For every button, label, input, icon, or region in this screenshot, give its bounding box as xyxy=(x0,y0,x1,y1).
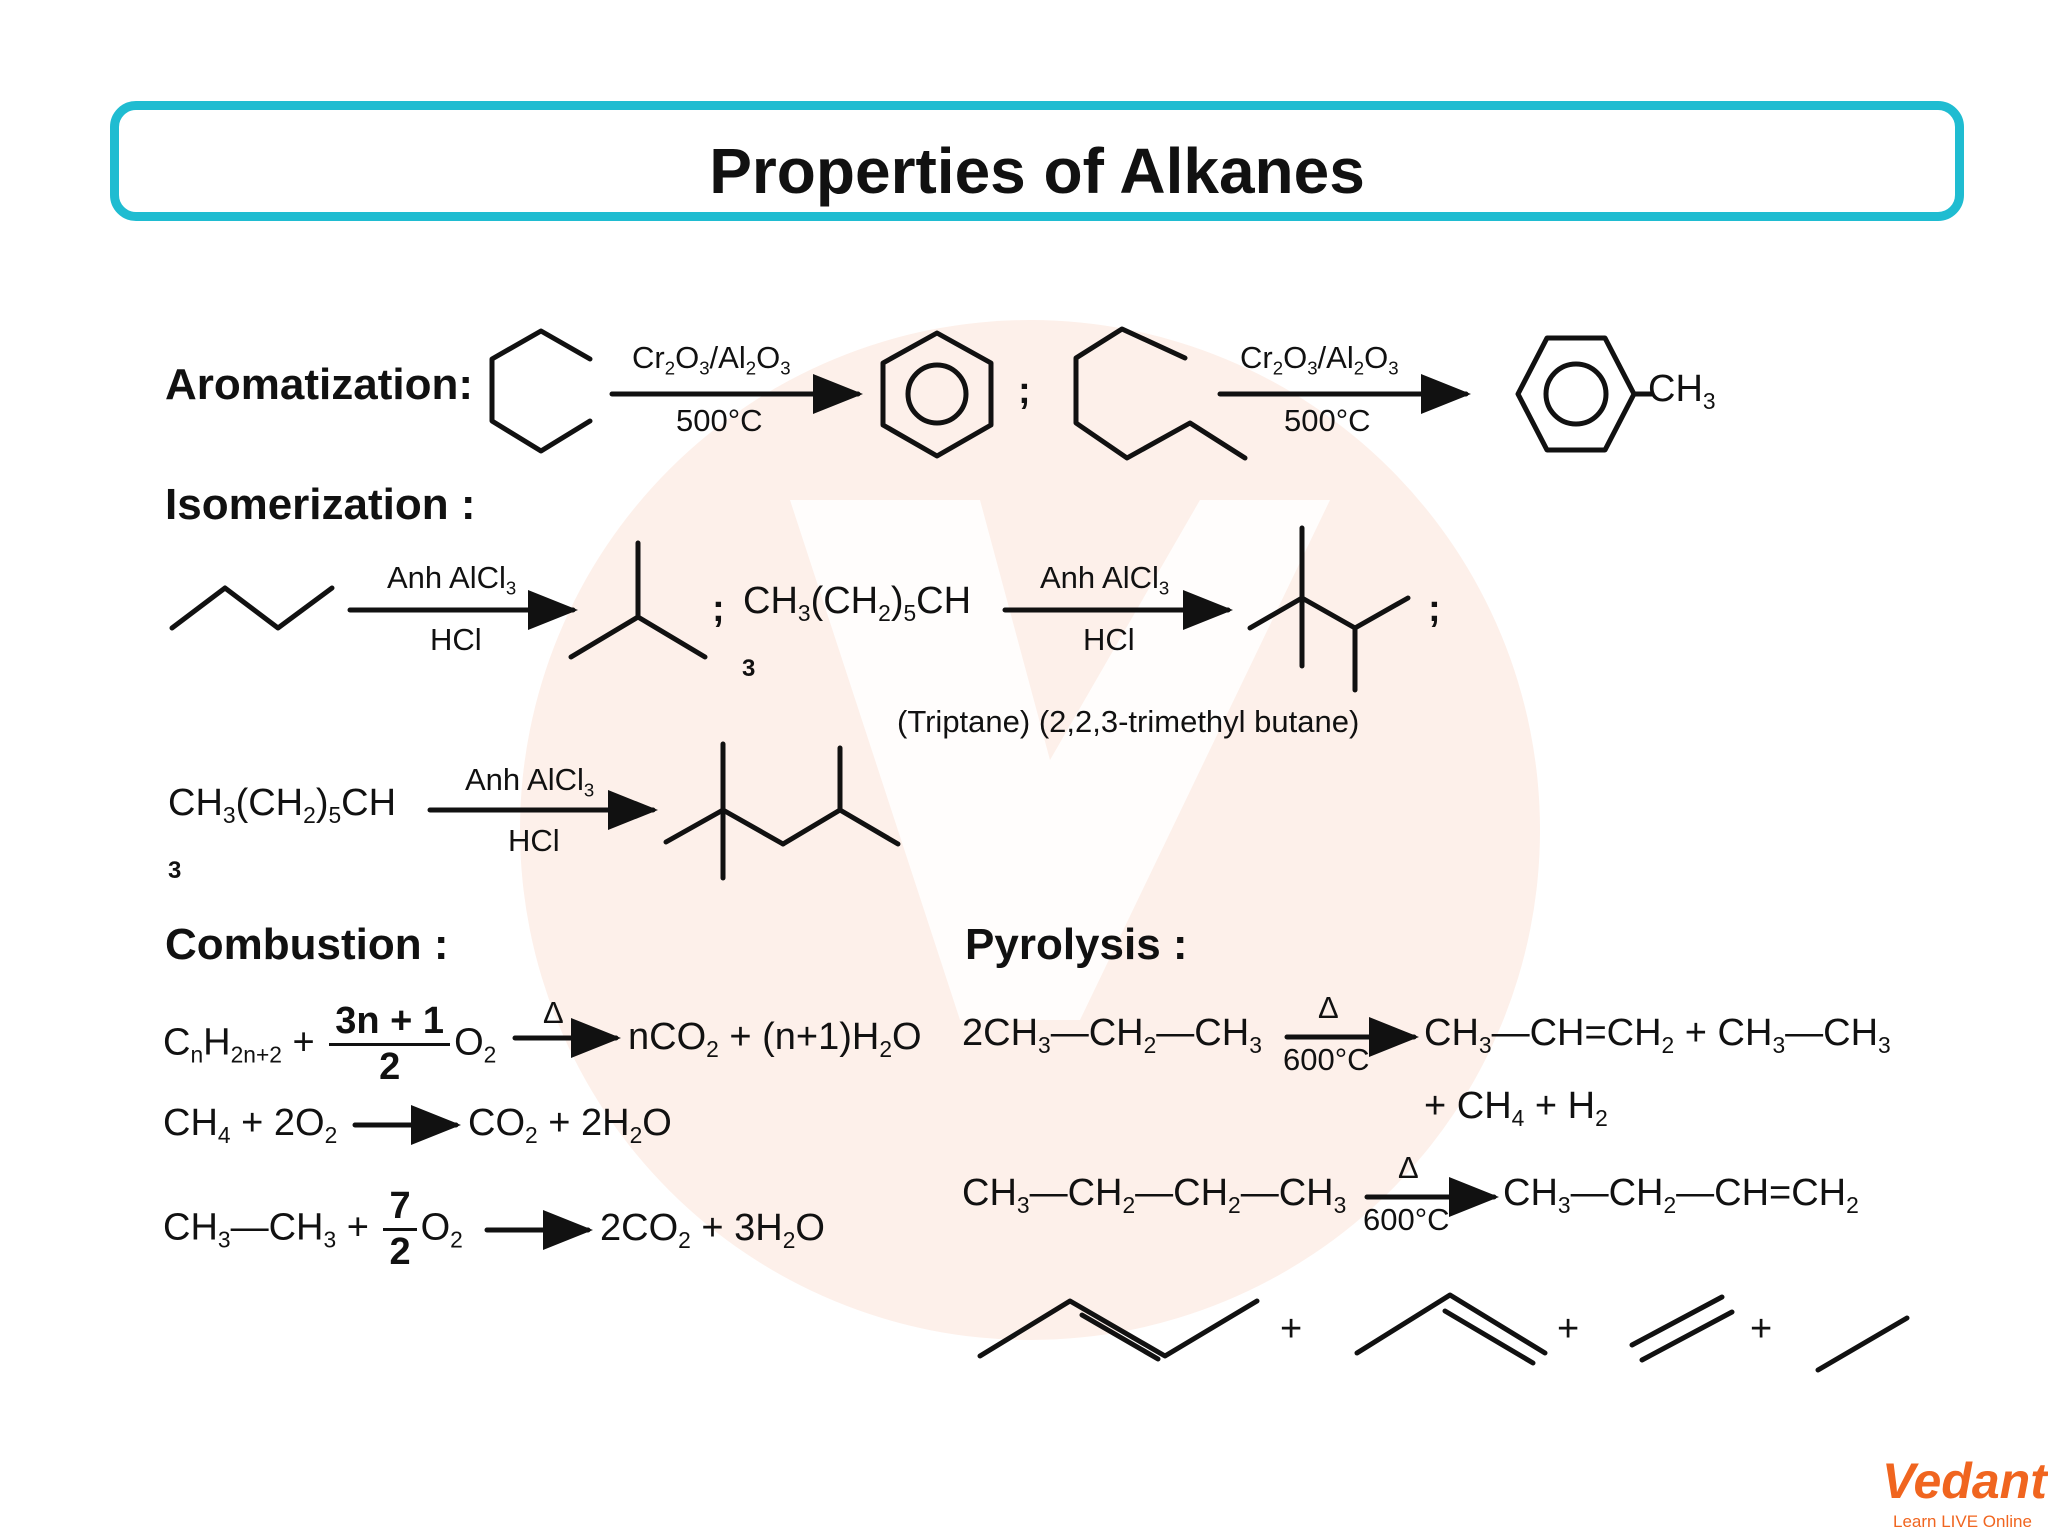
ethane-skeleton xyxy=(1815,1315,1910,1373)
toluene-methyl: CH3 xyxy=(1648,368,1716,414)
isom-hcl-1: HCl xyxy=(430,622,482,657)
pyro-delta-2: Δ xyxy=(1398,1150,1419,1185)
comb-methane-rhs: CO2 + 2H2O xyxy=(468,1102,672,1148)
pyro-propane-rhs2: + CH4 + H2 xyxy=(1424,1085,1608,1131)
pyro-propane-rhs: CH3—CH=CH2 + CH3—CH3 xyxy=(1424,1012,1891,1058)
isom-reagent-1: Anh AlCl3 xyxy=(387,560,517,599)
pyro-plus-1: + xyxy=(1280,1308,1303,1350)
isom-separator-2: ; xyxy=(1428,588,1441,630)
logo-name: Vedantu xyxy=(1882,1453,2048,1509)
arom-temp-2: 500°C xyxy=(1284,403,1371,438)
isom-hcl-3: HCl xyxy=(508,823,560,858)
pyro-plus-2: + xyxy=(1557,1308,1580,1350)
pyro-delta-1: Δ xyxy=(1318,990,1339,1025)
combustion-heading: Combustion : xyxy=(165,920,449,969)
comb-general-rhs: nCO2 + (n+1)H2O xyxy=(628,1016,922,1062)
isom-heptane-1-sub: 3 xyxy=(742,655,756,682)
isooctane-skeleton xyxy=(663,741,901,881)
heptane-skeleton xyxy=(1073,326,1248,461)
isomerization-heading: Isomerization : xyxy=(165,480,476,529)
comb-delta: Δ xyxy=(543,995,564,1030)
arom-separator: ; xyxy=(1018,370,1031,412)
isom-hcl-2: HCl xyxy=(1083,622,1135,657)
pyro-temp-1: 600°C xyxy=(1283,1042,1370,1077)
pyro-plus-3: + xyxy=(1750,1308,1773,1350)
triptane-label: (Triptane) (2,2,3-trimethyl butane) xyxy=(897,704,1360,739)
isobutane-skeleton xyxy=(568,540,708,660)
arom-catalyst-2: Cr2O3/Al2O3 xyxy=(1240,340,1399,379)
title-box: Properties of Alkanes xyxy=(110,101,1964,221)
comb-methane-lhs: CH4 + 2O2 xyxy=(163,1102,338,1148)
arom-temp-1: 500°C xyxy=(676,403,763,438)
isom-heptane-2-sub: 3 xyxy=(168,857,182,884)
vedantu-logo: Vedantu xyxy=(1882,1452,2048,1510)
but-2-ene-skeleton xyxy=(977,1298,1260,1362)
cyclohexane xyxy=(489,328,593,454)
logo-tagline: Learn LIVE Online xyxy=(1893,1512,2032,1531)
arom-catalyst-1: Cr2O3/Al2O3 xyxy=(632,340,791,379)
toluene xyxy=(1515,335,1655,453)
benzene xyxy=(880,330,994,459)
butane-skeleton xyxy=(169,585,335,631)
isom-heptane-2: CH3(CH2)5CH xyxy=(168,782,397,828)
isom-separator-1: ; xyxy=(712,588,725,630)
isom-reagent-2: Anh AlCl3 xyxy=(1040,560,1170,599)
aromatization-heading: Aromatization: xyxy=(165,360,473,409)
triptane-skeleton xyxy=(1247,525,1411,693)
pyro-temp-2: 600°C xyxy=(1363,1202,1450,1237)
isom-heptane-1: CH3(CH2)5CH xyxy=(743,580,972,626)
pyro-propane-lhs: 2CH3—CH2—CH3 xyxy=(962,1012,1262,1058)
comb-ethane-rhs: 2CO2 + 3H2O xyxy=(600,1207,825,1253)
pyro-butane-lhs: CH3—CH2—CH2—CH3 xyxy=(962,1172,1347,1218)
isom-reagent-3: Anh AlCl3 xyxy=(465,762,595,801)
page-title: Properties of Alkanes xyxy=(709,135,1365,207)
pyro-butane-rhs: CH3—CH2—CH=CH2 xyxy=(1503,1172,1859,1218)
propene-skeleton xyxy=(1354,1292,1548,1366)
ethene-skeleton xyxy=(1629,1294,1735,1363)
pyrolysis-heading: Pyrolysis : xyxy=(965,920,1188,969)
